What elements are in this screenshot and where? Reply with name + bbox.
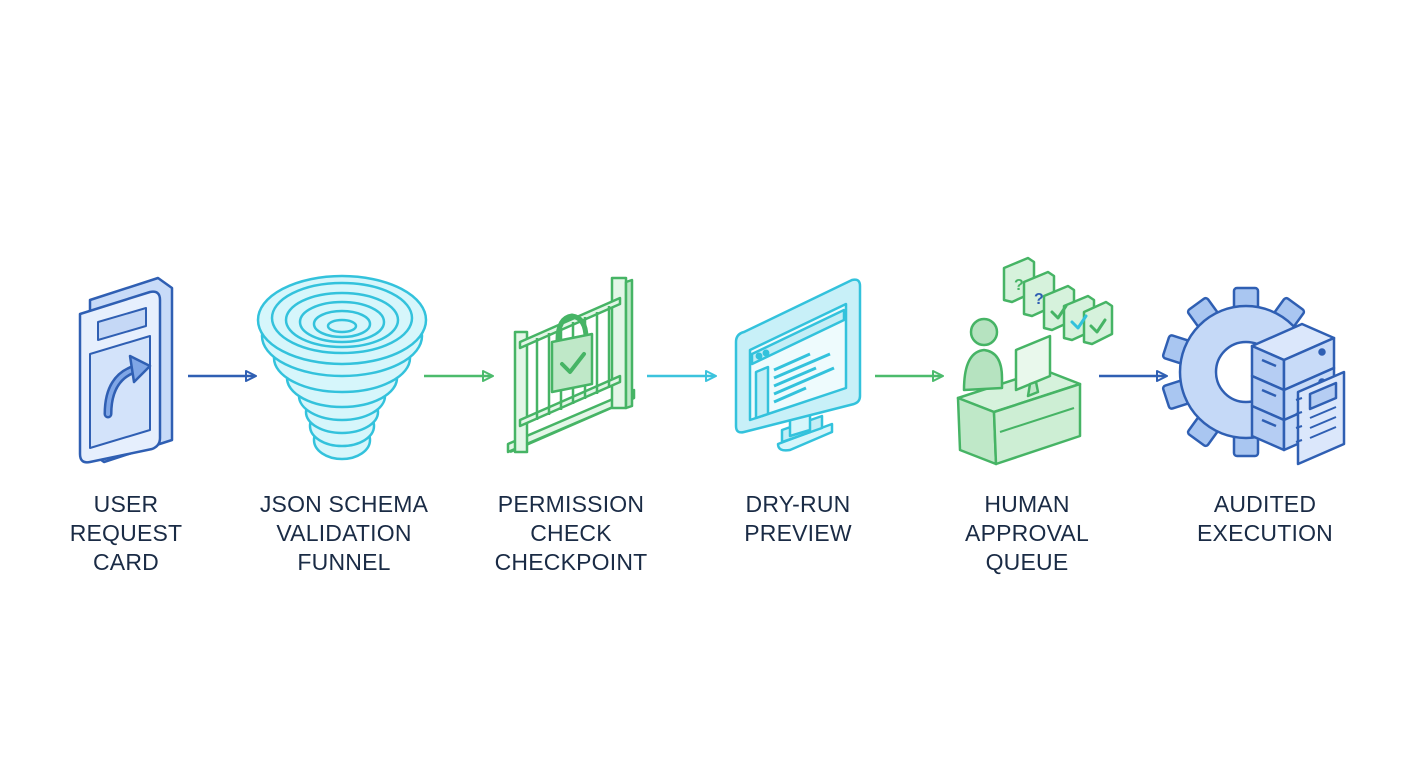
label-line: JSON SCHEMA: [259, 491, 429, 517]
label-line: USER: [93, 491, 159, 517]
label-line: AUDITED: [1213, 491, 1317, 517]
step-label-json-schema-validation-funnel: JSON SCHEMA VALIDATION FUNNEL: [234, 490, 454, 577]
label-line: FUNNEL: [297, 549, 391, 575]
label-line: CHECK: [530, 520, 612, 546]
label-line: EXECUTION: [1197, 520, 1333, 546]
label-line: REQUEST: [69, 520, 183, 546]
gear-server-icon: [1161, 286, 1346, 466]
monitor-preview-icon: [734, 278, 862, 452]
svg-text:?: ?: [1014, 277, 1024, 294]
step-label-human-approval-queue: HUMAN APPROVAL QUEUE: [917, 490, 1137, 577]
label-line: PREVIEW: [744, 520, 852, 546]
label-line: DRY-RUN: [745, 491, 851, 517]
request-card-icon: [78, 276, 174, 464]
step-label-permission-check-checkpoint: PERMISSION CHECK CHECKPOINT: [461, 490, 681, 577]
svg-text:?: ?: [1034, 291, 1044, 308]
queue-cards: [1002, 256, 1114, 346]
step-label-audited-execution: AUDITED EXECUTION: [1155, 490, 1375, 548]
label-line: CHECKPOINT: [494, 549, 648, 575]
label-line: HUMAN: [984, 491, 1070, 517]
label-line: QUEUE: [985, 549, 1069, 575]
label-line: CARD: [93, 549, 159, 575]
step-label-user-request-card: USER REQUEST CARD: [16, 490, 236, 577]
label-line: VALIDATION: [276, 520, 412, 546]
label-line: PERMISSION: [497, 491, 645, 517]
label-line: APPROVAL: [965, 520, 1089, 546]
approval-desk-icon: ? ?: [956, 256, 1114, 466]
funnel-icon: [256, 274, 428, 461]
step-label-dry-run-preview: DRY-RUN PREVIEW: [688, 490, 908, 548]
padlock-gate-icon: [506, 276, 636, 454]
